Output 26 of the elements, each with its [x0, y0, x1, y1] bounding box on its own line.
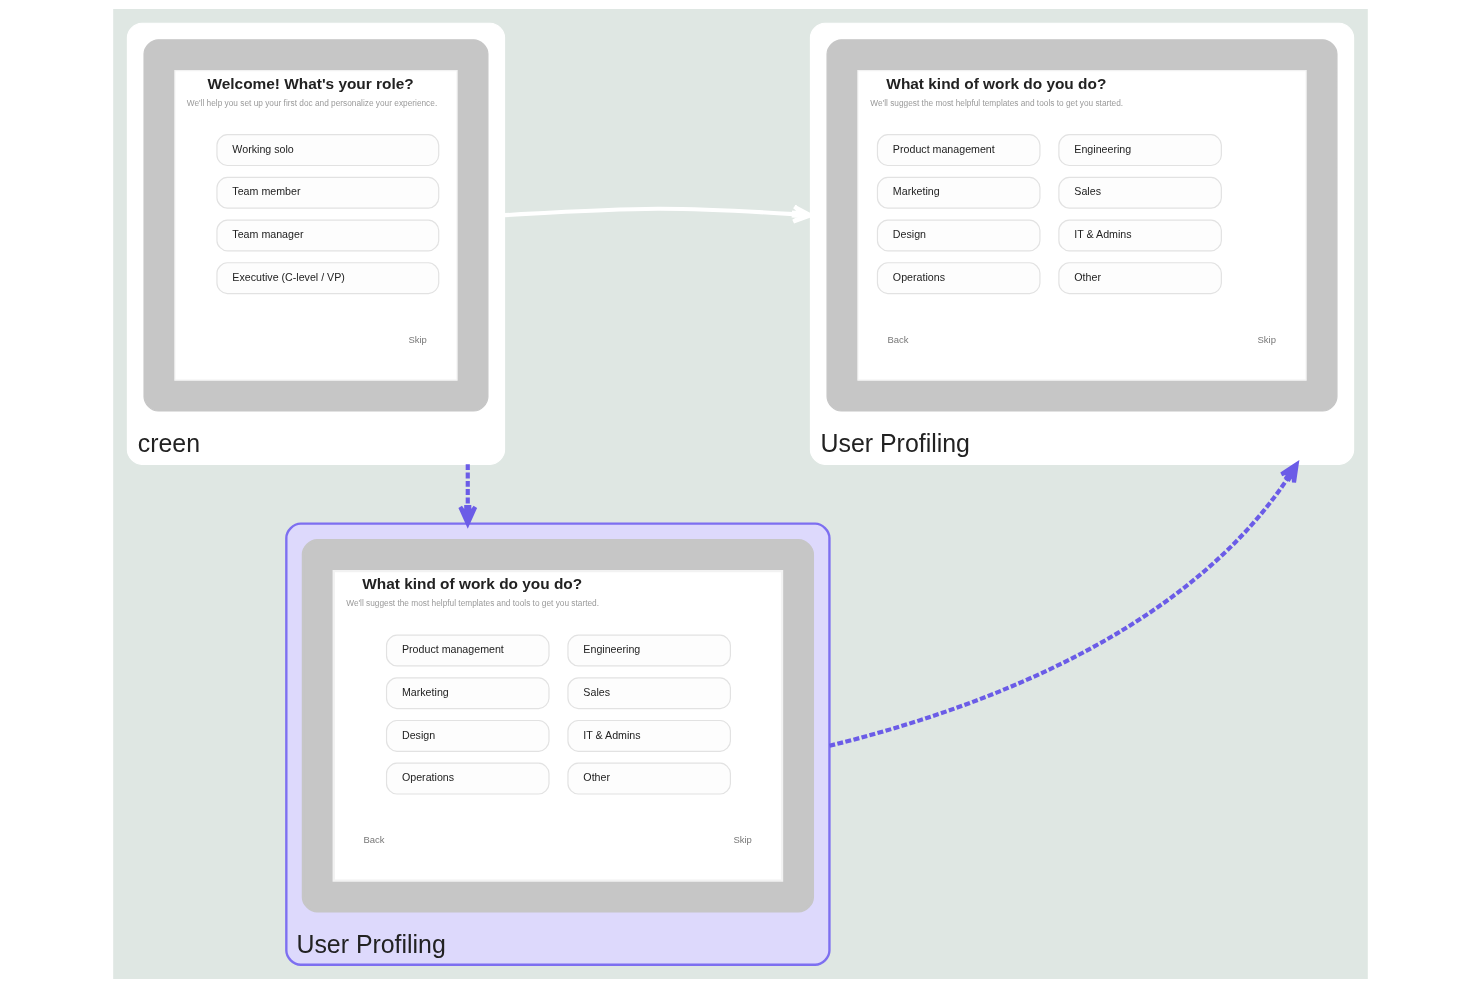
arrow [828, 461, 1299, 748]
arrow [503, 204, 813, 224]
node-box: Design [385, 719, 550, 752]
node-box: Team manager [215, 219, 439, 251]
node-box: Working solo [215, 133, 439, 166]
node-box: Product management [876, 133, 1040, 166]
node-box: Team member [215, 176, 439, 209]
node-box: Operations [876, 261, 1040, 294]
node-box: Engineering [1057, 133, 1222, 166]
node-box: Marketing [385, 676, 550, 709]
node-box: Marketing [876, 176, 1040, 209]
node-box: Operations [385, 762, 550, 795]
node-box: IT & Admins [566, 719, 731, 752]
cluster [825, 38, 1338, 412]
node-box: Sales [566, 676, 731, 709]
cluster [301, 538, 814, 913]
node-box: Sales [1057, 176, 1222, 209]
node-box: IT & Admins [1057, 219, 1222, 251]
node-box: Other [566, 762, 731, 795]
node-box: Executive (C-level / VP) [215, 261, 439, 294]
cluster [142, 38, 488, 412]
node-box: Engineering [566, 634, 731, 667]
node-box: Product management [385, 634, 550, 667]
node-box: Other [1057, 261, 1222, 294]
arrow [457, 463, 477, 526]
node-box: Design [876, 219, 1040, 251]
